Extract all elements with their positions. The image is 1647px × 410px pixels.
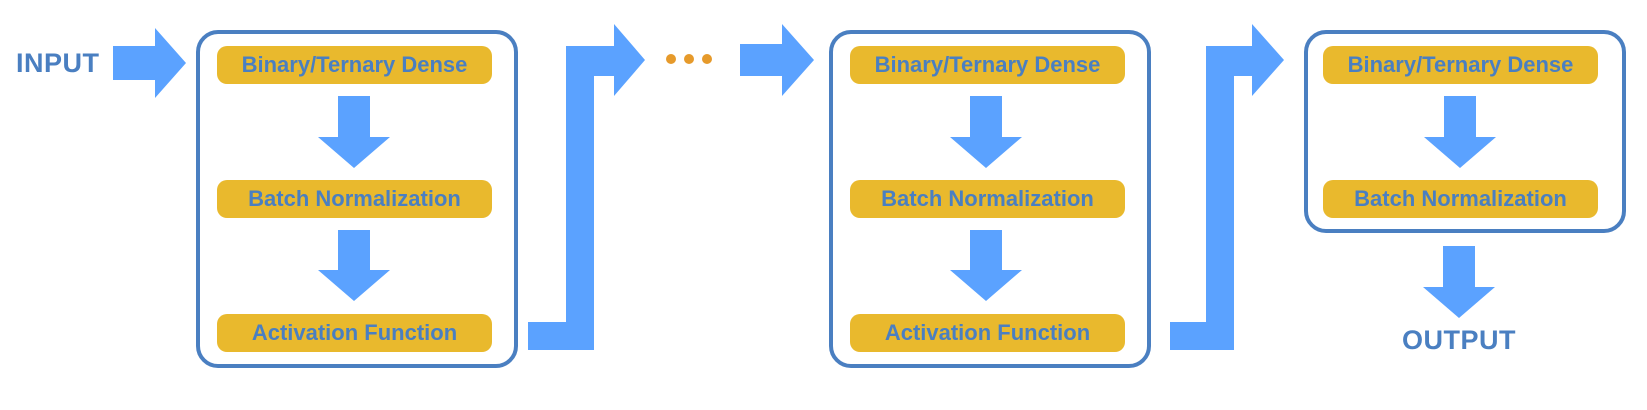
dense-layer: Binary/Ternary Dense bbox=[850, 46, 1125, 84]
elbow-arrow bbox=[1170, 24, 1284, 350]
layer-block-3 bbox=[1304, 30, 1626, 233]
down-arrow bbox=[1424, 96, 1496, 168]
input-label: INPUT bbox=[16, 48, 100, 78]
batch-norm-layer: Batch Normalization bbox=[217, 180, 492, 218]
layer-block-2 bbox=[829, 30, 1151, 368]
output-label: OUTPUT bbox=[1402, 325, 1516, 355]
layer-block-1 bbox=[196, 30, 518, 368]
input-arrow bbox=[113, 28, 186, 98]
ellipsis-dot bbox=[702, 54, 712, 64]
ellipsis-dot bbox=[684, 54, 694, 64]
down-arrow bbox=[318, 230, 390, 301]
down-arrow bbox=[950, 230, 1022, 301]
output-arrow bbox=[1423, 246, 1495, 318]
ellipsis bbox=[666, 54, 712, 64]
down-arrow bbox=[950, 96, 1022, 168]
continue-arrow bbox=[740, 24, 814, 96]
dense-layer: Binary/Ternary Dense bbox=[1323, 46, 1598, 84]
activation-layer: Activation Function bbox=[217, 314, 492, 352]
batch-norm-layer: Batch Normalization bbox=[850, 180, 1125, 218]
ellipsis-dot bbox=[666, 54, 676, 64]
elbow-arrow bbox=[528, 24, 645, 350]
activation-layer: Activation Function bbox=[850, 314, 1125, 352]
dense-layer: Binary/Ternary Dense bbox=[217, 46, 492, 84]
down-arrow bbox=[318, 96, 390, 168]
batch-norm-layer: Batch Normalization bbox=[1323, 180, 1598, 218]
